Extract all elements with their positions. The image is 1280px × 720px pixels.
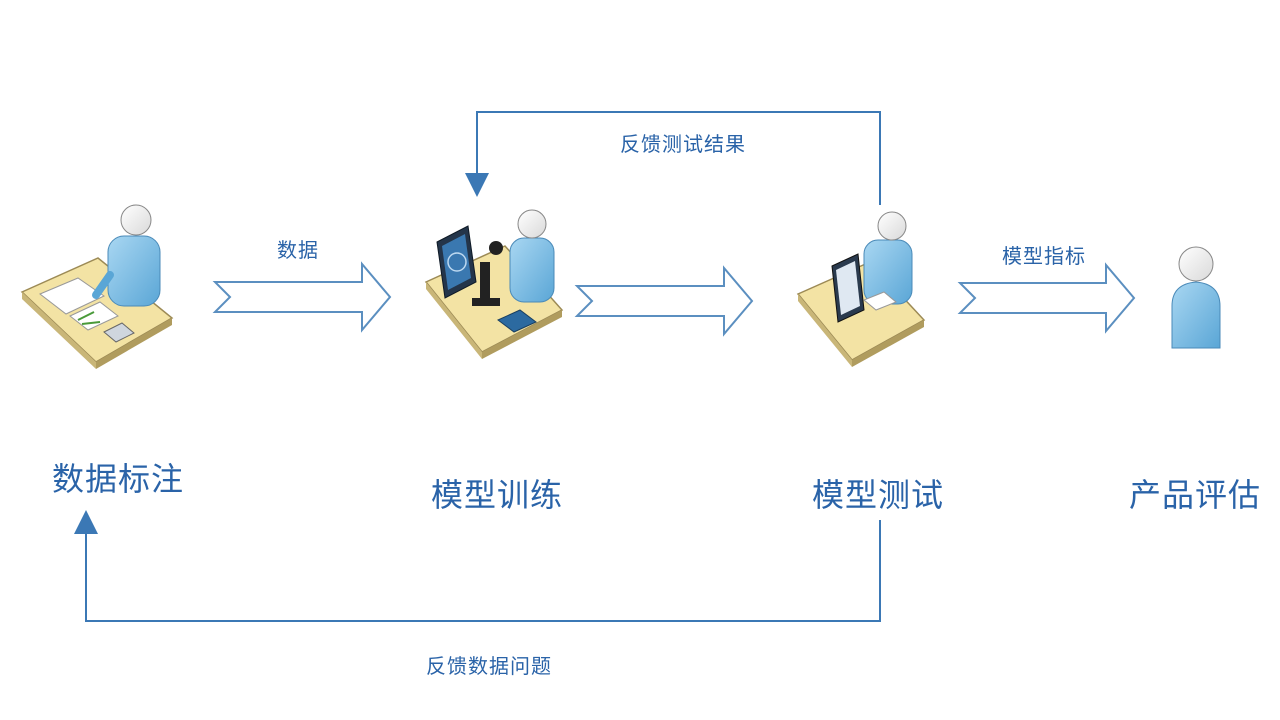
feedback-data-line (74, 510, 881, 622)
arrow-training-to-testing (574, 265, 754, 337)
feedback-results-line (465, 111, 881, 205)
evaluation-person-icon (1171, 246, 1221, 349)
annotation-worker-icon (20, 204, 174, 369)
flow-label-feedback-results: 反馈测试结果 (620, 132, 746, 156)
arrow-metrics (957, 262, 1136, 334)
node-label-evaluation: 产品评估 (1128, 476, 1262, 514)
flow-label-feedback-data: 反馈数据问题 (426, 654, 552, 678)
node-label-annotation: 数据标注 (51, 460, 185, 498)
node-label-training: 模型训练 (430, 476, 564, 514)
testing-worker-icon (796, 211, 926, 367)
node-label-testing: 模型测试 (811, 476, 945, 514)
training-worker-icon (424, 209, 564, 359)
flow-label-data: 数据 (277, 238, 319, 262)
arrow-data (212, 261, 392, 333)
flow-label-metrics: 模型指标 (1002, 244, 1086, 268)
